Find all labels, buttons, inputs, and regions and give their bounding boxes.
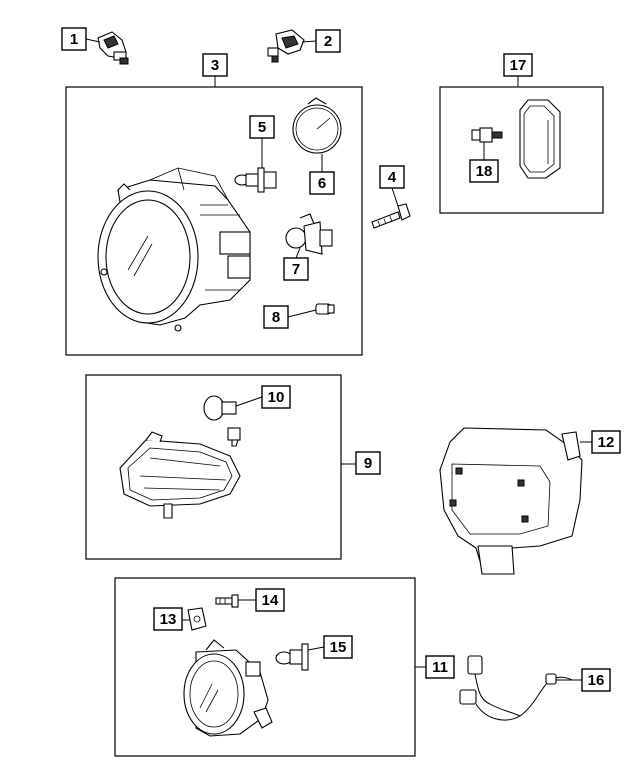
svg-text:18: 18 [476, 163, 493, 180]
small-bulb-part-8 [315, 303, 335, 315]
wiring-harness-part-16 [459, 655, 573, 721]
callout-18: 18 [469, 159, 499, 183]
mounting-bracket-part-12 [439, 427, 583, 575]
svg-text:6: 6 [318, 175, 326, 192]
callout-5: 5 [249, 115, 275, 139]
svg-text:15: 15 [330, 639, 347, 656]
svg-text:13: 13 [160, 611, 177, 628]
screw-part-14 [215, 594, 239, 608]
side-marker-lamp-part-17 [519, 99, 561, 179]
callout-7: 7 [283, 257, 309, 281]
callout-13: 13 [153, 607, 183, 631]
svg-text:1: 1 [70, 31, 78, 48]
svg-text:10: 10 [268, 389, 285, 406]
callout-6: 6 [309, 171, 335, 195]
callout-2: 2 [315, 29, 341, 53]
park-turn-lamp-part-9 [119, 431, 241, 519]
headlamp-assembly-part-3 [97, 167, 251, 332]
svg-text:5: 5 [258, 119, 266, 136]
callout-11: 11 [425, 655, 455, 679]
leader-lines [85, 38, 592, 681]
fog-bulb-part-15 [275, 643, 309, 671]
callout-4: 4 [379, 165, 405, 189]
callout-15: 15 [323, 635, 353, 659]
callout-16: 16 [581, 668, 611, 692]
headlamp-group-frame [65, 86, 363, 356]
callout-17: 17 [503, 53, 533, 77]
svg-text:12: 12 [598, 434, 615, 451]
park-lamp-group-frame [85, 374, 342, 560]
svg-text:4: 4 [388, 169, 397, 186]
connector-part-1 [97, 31, 129, 65]
bolt-part-4 [371, 203, 411, 229]
callout-9: 9 [355, 451, 381, 475]
svg-text:17: 17 [510, 57, 527, 74]
callout-3: 3 [202, 53, 228, 77]
svg-text:3: 3 [211, 57, 219, 74]
svg-text:14: 14 [262, 592, 279, 609]
park-lamp-bulb-part-10 [203, 395, 241, 447]
svg-text:8: 8 [272, 309, 280, 326]
svg-text:11: 11 [432, 659, 448, 676]
svg-text:7: 7 [292, 261, 300, 278]
callout-10: 10 [261, 385, 291, 409]
side-marker-group-frame [439, 86, 604, 214]
callout-1: 1 [61, 27, 87, 51]
seal-ring-part-6 [292, 97, 342, 154]
marker-bulb-part-18 [471, 127, 503, 143]
headlamp-bulb-part-5 [234, 167, 277, 193]
callout-8: 8 [263, 305, 289, 329]
park-bulb-socket-part-7 [285, 213, 333, 255]
clip-nut-part-13 [187, 607, 207, 631]
svg-text:16: 16 [588, 672, 605, 689]
connector-part-2 [267, 29, 305, 63]
svg-text:9: 9 [364, 455, 372, 472]
fog-lamp-part-11 [183, 639, 273, 737]
svg-text:2: 2 [324, 33, 332, 50]
callout-14: 14 [255, 588, 285, 612]
callout-12: 12 [591, 430, 621, 454]
